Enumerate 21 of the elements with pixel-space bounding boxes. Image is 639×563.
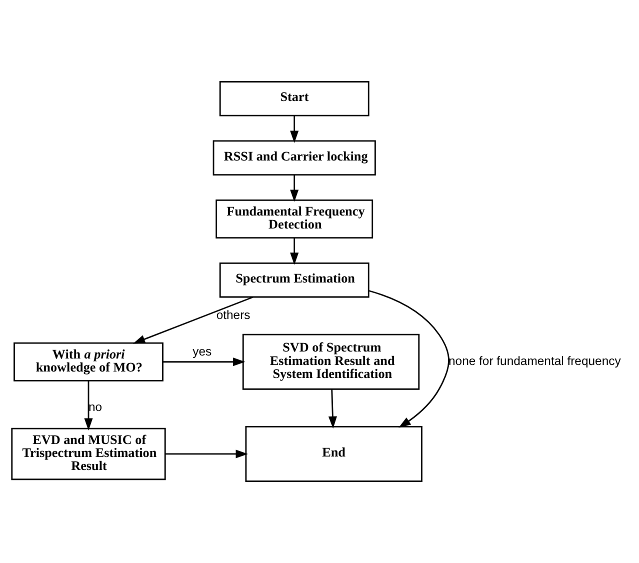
node-box: EVD and MUSIC of Trispectrum Estimation Result [11,428,166,480]
edge-label: yes [192,344,212,359]
node-box: Start [219,81,370,116]
arrow [165,450,248,458]
arrow [290,175,299,202]
node-box: Spectrum Estimation [219,262,370,298]
node-box: SVD of Spectrum Estimation Result and System Identification [242,334,420,390]
arrow [162,358,246,366]
arrow [290,116,299,143]
arrow [328,389,337,429]
node-box: RSSI and Carrier locking [212,140,376,176]
node-box: Fundamental Frequency Detection [216,199,374,238]
edge-label: none for fundamental frequency [448,354,621,368]
node-box: End [245,426,422,482]
node-box: With a priori knowledge of MO? [14,342,164,382]
edge-label: no [88,400,102,414]
edge-label: others [216,308,250,322]
arrow [132,296,254,344]
arrow [290,238,299,265]
arrow [84,381,93,430]
arrow [368,290,450,428]
